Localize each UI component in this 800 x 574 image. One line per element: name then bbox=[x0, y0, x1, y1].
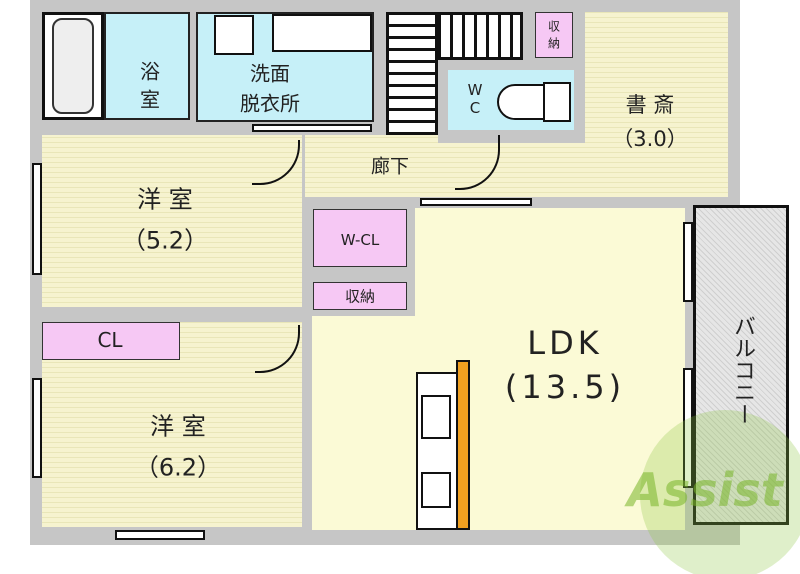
hallway-label: 廊下 bbox=[370, 155, 410, 178]
closet-label: CL bbox=[97, 328, 123, 352]
window[interactable] bbox=[683, 222, 693, 302]
sink-icon bbox=[272, 14, 372, 52]
walk-in-closet[interactable] bbox=[313, 209, 407, 267]
storage-small-label-1: 収 bbox=[547, 19, 561, 34]
washroom-label-2: 脱衣所 bbox=[240, 91, 300, 116]
wc-label-2: C bbox=[469, 99, 481, 117]
ldk-size: (13.5) bbox=[504, 368, 626, 406]
assist-logo-text: Assist bbox=[627, 463, 783, 517]
kitchen-bar bbox=[456, 360, 470, 530]
kitchen-sink-icon bbox=[421, 395, 451, 439]
balcony-label: バルコニー bbox=[730, 315, 755, 425]
western-room-1-size: （5.2） bbox=[121, 226, 209, 255]
sliding-door[interactable] bbox=[420, 198, 532, 206]
window[interactable] bbox=[32, 163, 42, 275]
window[interactable] bbox=[683, 368, 693, 488]
study-size: （3.0） bbox=[612, 127, 688, 151]
study-name: 書 斎 bbox=[625, 93, 675, 117]
stairs[interactable] bbox=[386, 12, 438, 135]
western-room-2-size: （6.2） bbox=[134, 453, 222, 482]
balcony bbox=[693, 205, 789, 525]
toilet-tank-icon bbox=[543, 82, 571, 122]
western-room-1-name: 洋 室 bbox=[137, 185, 193, 214]
toilet-icon bbox=[497, 84, 545, 120]
stairs-upper bbox=[438, 12, 523, 60]
assist-logo bbox=[640, 410, 800, 574]
ldk-extension bbox=[312, 312, 412, 352]
washing-machine-icon bbox=[214, 15, 254, 55]
closet[interactable] bbox=[42, 322, 180, 360]
storage-small-label-2: 納 bbox=[547, 36, 561, 51]
window[interactable] bbox=[32, 378, 42, 478]
walk-in-closet-label: W-CL bbox=[340, 231, 380, 249]
window[interactable] bbox=[115, 530, 205, 540]
washroom-label-1: 洗面 bbox=[250, 61, 290, 86]
stove-icon bbox=[421, 472, 451, 508]
ldk-name: LDK bbox=[527, 324, 603, 362]
storage-small[interactable] bbox=[535, 12, 573, 58]
bathroom bbox=[104, 12, 190, 120]
bath-label-2: 室 bbox=[140, 87, 160, 112]
western-room-2-name: 洋 室 bbox=[150, 412, 206, 441]
wc-label-1: W bbox=[467, 81, 483, 99]
bathtub-inner bbox=[52, 18, 94, 114]
storage-label: 収納 bbox=[344, 287, 376, 306]
hallway bbox=[305, 135, 728, 197]
sliding-door[interactable] bbox=[252, 124, 372, 132]
bath-label-1: 浴 bbox=[140, 59, 160, 84]
storage[interactable] bbox=[313, 282, 407, 310]
